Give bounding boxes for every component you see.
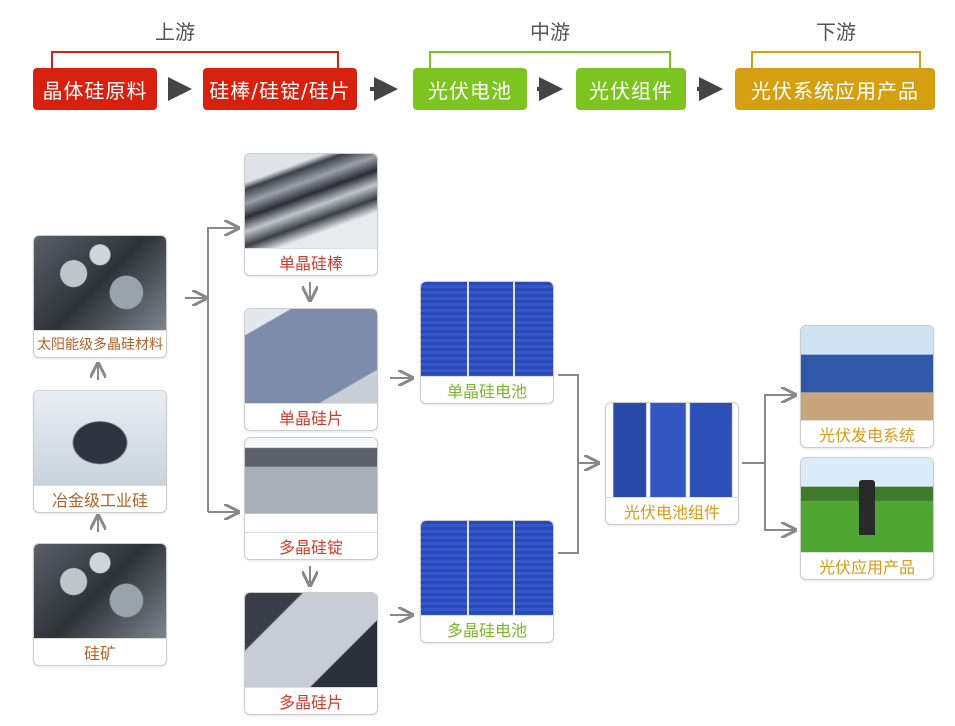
card-mono-rod: 单晶硅棒 [244, 153, 378, 276]
card-silicon-ore: 硅矿 [33, 543, 167, 666]
card-pv-products: 光伏应用产品 [800, 457, 934, 580]
card-label: 冶金级工业硅 [51, 491, 148, 510]
chain-cell: 光伏电池 [413, 68, 527, 110]
card-label: 太阳能级多晶硅材料 [37, 337, 163, 353]
card-label: 单晶硅棒 [278, 254, 343, 273]
card-pv-power-system: 光伏发电系统 [800, 325, 934, 448]
chain-raw-material: 晶体硅原料 [33, 68, 157, 110]
card-metallurgical-silicon: 冶金级工业硅 [33, 390, 167, 513]
stage-upstream: 上游 [155, 20, 195, 44]
card-label: 单晶硅电池 [446, 382, 527, 401]
card-mono-cell: 单晶硅电池 [420, 281, 554, 404]
chain-module: 光伏组件 [576, 68, 686, 110]
card-label: 多晶硅电池 [446, 621, 527, 640]
card-poly-cell: 多晶硅电池 [420, 520, 554, 643]
chain-application: 光伏系统应用产品 [735, 68, 935, 110]
stage-midstream: 中游 [530, 20, 570, 44]
card-label: 光伏电池组件 [623, 503, 720, 522]
card-label: 多晶硅片 [278, 693, 343, 712]
card-poly-wafer: 多晶硅片 [244, 592, 378, 715]
card-label: 多晶硅锭 [278, 538, 343, 557]
card-label: 硅矿 [83, 644, 116, 663]
chain-wafer: 硅棒/硅锭/硅片 [203, 68, 357, 110]
stage-downstream: 下游 [816, 20, 856, 44]
card-label: 光伏发电系统 [818, 426, 915, 445]
card-label: 单晶硅片 [278, 409, 343, 428]
card-poly-ingot: 多晶硅锭 [244, 437, 378, 560]
card-solar-polysilicon: 太阳能级多晶硅材料 [33, 235, 167, 358]
card-label: 光伏应用产品 [818, 558, 915, 577]
card-mono-wafer: 单晶硅片 [244, 308, 378, 431]
card-pv-module: 光伏电池组件 [605, 402, 739, 525]
